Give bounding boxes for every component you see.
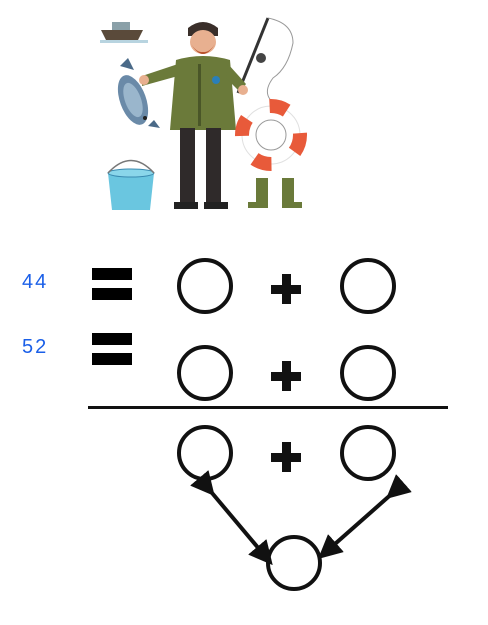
sum-divider-line — [88, 406, 448, 409]
plus-sign-row3 — [269, 440, 303, 474]
boat-icon — [100, 22, 148, 43]
arrow-right-connector — [318, 474, 412, 559]
sum-circle-left[interactable] — [177, 425, 233, 481]
value-52: 52 — [22, 336, 49, 358]
boots-icon — [248, 178, 302, 208]
life-ring-icon — [235, 99, 307, 171]
plus-sign-row2 — [269, 359, 303, 393]
fishing-rod-icon — [236, 17, 294, 109]
arrow-left-connector — [190, 470, 273, 566]
fish-icon — [117, 58, 160, 128]
answer-circle-row1-left[interactable] — [177, 258, 233, 314]
equals-sign-row1 — [92, 268, 132, 304]
answer-circle-row1-right[interactable] — [340, 258, 396, 314]
plus-sign-row1 — [269, 272, 303, 306]
bucket-icon — [107, 159, 155, 210]
fisherman-illustration — [100, 17, 307, 210]
sum-circle-right[interactable] — [340, 425, 396, 481]
equals-sign-row2 — [92, 333, 132, 369]
fisherman-icon — [139, 22, 248, 209]
value-44: 44 — [22, 271, 49, 293]
total-circle[interactable] — [266, 535, 322, 591]
answer-circle-row2-left[interactable] — [177, 345, 233, 401]
answer-circle-row2-right[interactable] — [340, 345, 396, 401]
